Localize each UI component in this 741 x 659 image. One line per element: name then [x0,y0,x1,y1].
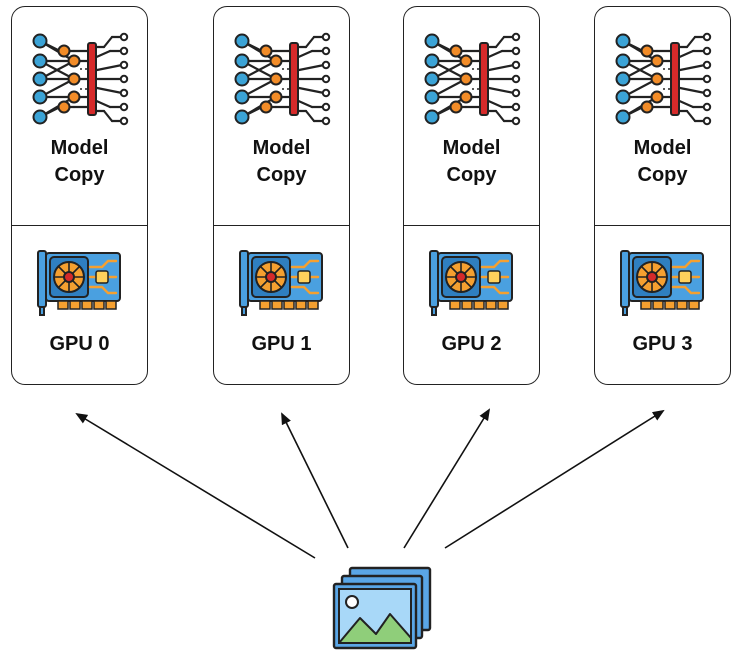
model-copy-label: Model Copy [214,135,349,189]
model-label-line1: Model [633,137,692,159]
model-copy-label: Model Copy [12,135,147,189]
card-divider [404,225,539,226]
arrow-to-gpu-2 [403,408,491,549]
neural-network-chip-icon [422,27,522,131]
gpu-label: GPU 3 [632,333,693,355]
model-copy-label: Model Copy [404,135,539,189]
model-label-line2: Copy [446,164,497,186]
model-label-line1: Model [442,137,501,159]
neural-network-chip-icon [30,27,130,131]
gpu-label: GPU 0 [49,333,110,355]
model-label-line2: Copy [637,164,688,186]
model-label-line1: Model [252,137,311,159]
neural-network-chip-icon [232,27,332,131]
gpu-card-1: Model Copy GPU 1 [213,6,350,385]
arrow-to-gpu-3 [444,409,665,549]
arrow-to-gpu-0 [75,412,316,559]
arrow-to-gpu-1 [281,412,349,549]
gpu-label: GPU 1 [251,333,312,355]
image-stack-icon [332,566,432,650]
model-copy-label: Model Copy [595,135,730,189]
neural-network-chip-icon [613,27,713,131]
model-label-line2: Copy [54,164,105,186]
graphics-card-icon [238,245,326,317]
gpu-card-2: Model Copy GPU 2 [403,6,540,385]
model-label-line2: Copy [256,164,307,186]
card-divider [595,225,730,226]
graphics-card-icon [619,245,707,317]
graphics-card-icon [428,245,516,317]
model-label-line1: Model [50,137,109,159]
card-divider [214,225,349,226]
gpu-card-0: Model Copy GPU 0 [11,6,148,385]
graphics-card-icon [36,245,124,317]
gpu-card-3: Model Copy GPU 3 [594,6,731,385]
card-divider [12,225,147,226]
gpu-label: GPU 2 [441,333,502,355]
